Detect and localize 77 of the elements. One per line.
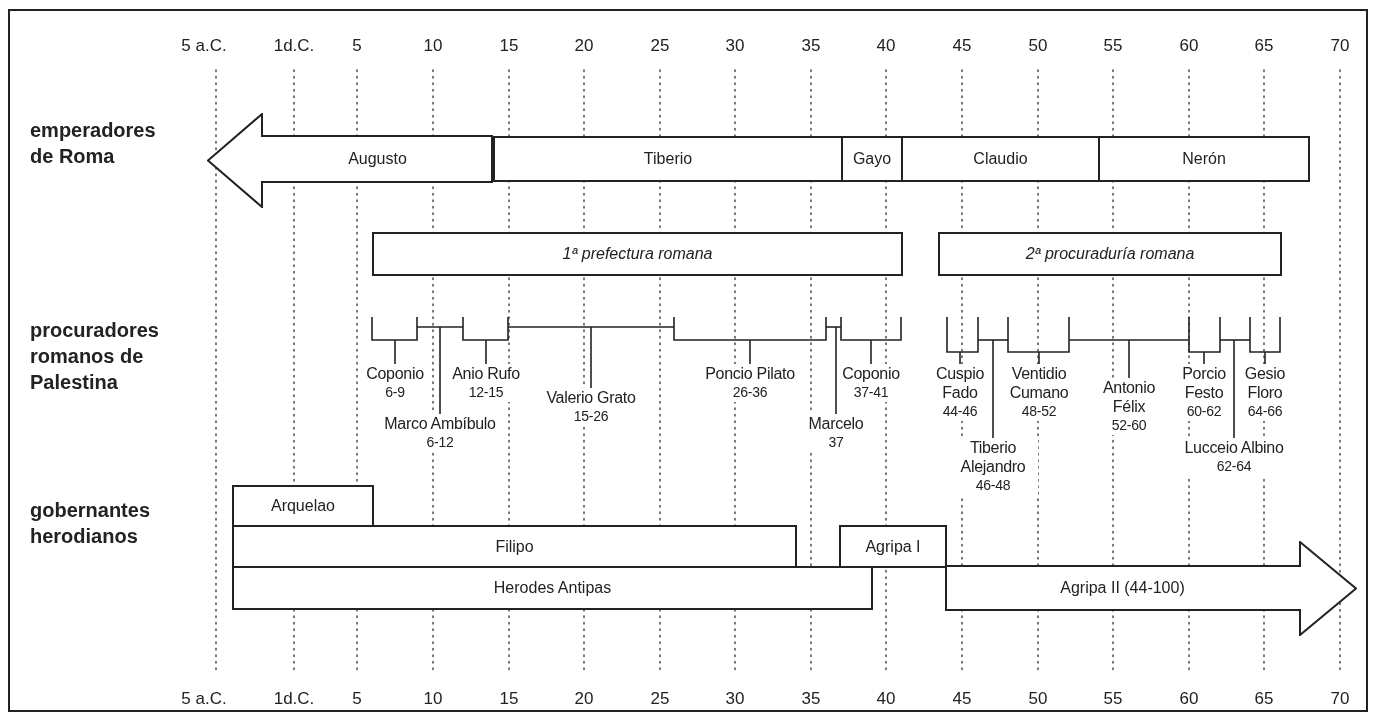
leader-line — [1203, 351, 1205, 365]
leader-line — [1128, 339, 1130, 379]
axis-tick-label: 50 — [1028, 689, 1048, 709]
axis-tick-label: 40 — [876, 689, 896, 709]
timeline-bar: Nerón — [1098, 136, 1310, 182]
axis-tick-label: 65 — [1254, 689, 1274, 709]
arrow-shaped-bar: Agripa II (44-100) — [945, 541, 1357, 636]
bracket — [462, 316, 509, 341]
procurator-label: Lucceio Albino 62-64 — [1184, 438, 1284, 476]
leader-line — [439, 326, 441, 415]
bracket — [673, 316, 827, 341]
axis-tick-label: 70 — [1330, 689, 1350, 709]
bracket — [1007, 316, 1070, 353]
timeline-bar: Agripa I — [839, 525, 947, 568]
axis-tick-label: 25 — [650, 689, 670, 709]
procurator-label: Valerio Grato 15-26 — [546, 388, 636, 426]
axis-tick-label: 30 — [725, 689, 745, 709]
leader-line — [590, 326, 592, 389]
timeline-bar: Tiberio — [493, 136, 843, 182]
leader-line — [835, 326, 837, 415]
leader-line — [1038, 351, 1040, 365]
axis-tick-label: 55 — [1103, 36, 1123, 56]
axis-tick-label: 45 — [952, 36, 972, 56]
axis-tick-label: 5 — [352, 689, 362, 709]
timeline-bar: 2ª procuraduría romana — [938, 232, 1282, 276]
timeline-bar: Claudio — [901, 136, 1100, 182]
procurator-label: Marco Ambíbulo 6-12 — [384, 414, 496, 452]
axis-tick-label: 10 — [423, 689, 443, 709]
leader-line — [1233, 339, 1235, 439]
axis-tick-label: 60 — [1179, 689, 1199, 709]
procurator-label: Cuspio Fado 44-46 — [934, 364, 986, 421]
axis-tick-label: 50 — [1028, 36, 1048, 56]
leader-line — [992, 339, 994, 439]
axis-tick-label: 20 — [574, 689, 594, 709]
procurator-label: Coponio 37-41 — [842, 364, 900, 402]
bracket — [840, 316, 902, 341]
timeline-bar: Gayo — [841, 136, 903, 182]
axis-tick-label: 10 — [423, 36, 443, 56]
row-heading: emperadores de Roma — [30, 118, 157, 169]
axis-tick-label: 35 — [801, 36, 821, 56]
bracket — [1249, 316, 1281, 353]
procurator-label: Poncio Pilato 26-36 — [705, 364, 795, 402]
axis-tick-label: 1d.C. — [273, 36, 315, 56]
axis-tick-label: 45 — [952, 689, 972, 709]
axis-tick-label: 15 — [499, 36, 519, 56]
axis-tick-label: 5 a.C. — [181, 689, 227, 709]
axis-tick-label: 40 — [876, 36, 896, 56]
timeline-bar: Herodes Antipas — [232, 566, 873, 610]
axis-tick-label: 15 — [499, 689, 519, 709]
axis-tick-label: 20 — [574, 36, 594, 56]
row-heading: gobernantes herodianos — [30, 498, 152, 549]
procurator-label: Marcelo 37 — [808, 414, 864, 452]
axis-tick-label: 1d.C. — [273, 689, 315, 709]
axis-tick-label: 30 — [725, 36, 745, 56]
axis-tick-label: 70 — [1330, 36, 1350, 56]
timeline-bar: Filipo — [232, 525, 797, 568]
bracket — [1188, 316, 1221, 353]
axis-tick-label: 5 — [352, 36, 362, 56]
axis-tick-label: 55 — [1103, 689, 1123, 709]
axis-tick-label: 25 — [650, 36, 670, 56]
axis-tick-label: 60 — [1179, 36, 1199, 56]
leader-line — [870, 339, 872, 365]
arrow-shaped-bar: Augusto — [207, 113, 493, 208]
timeline-bar: 1ª prefectura romana — [372, 232, 903, 276]
procurator-label: Anio Rufo 12-15 — [452, 364, 520, 402]
bracket — [371, 316, 418, 341]
bracket — [946, 316, 979, 353]
leader-line — [749, 339, 751, 365]
leader-line — [485, 339, 487, 365]
leader-line — [959, 351, 961, 365]
row-heading: procuradores romanos de Palestina — [30, 318, 160, 395]
axis-tick-label: 5 a.C. — [181, 36, 227, 56]
leader-line — [1264, 351, 1266, 365]
leader-line — [394, 339, 396, 365]
timeline-bar: Arquelao — [232, 485, 374, 527]
axis-tick-label: 35 — [801, 689, 821, 709]
axis-tick-label: 65 — [1254, 36, 1274, 56]
